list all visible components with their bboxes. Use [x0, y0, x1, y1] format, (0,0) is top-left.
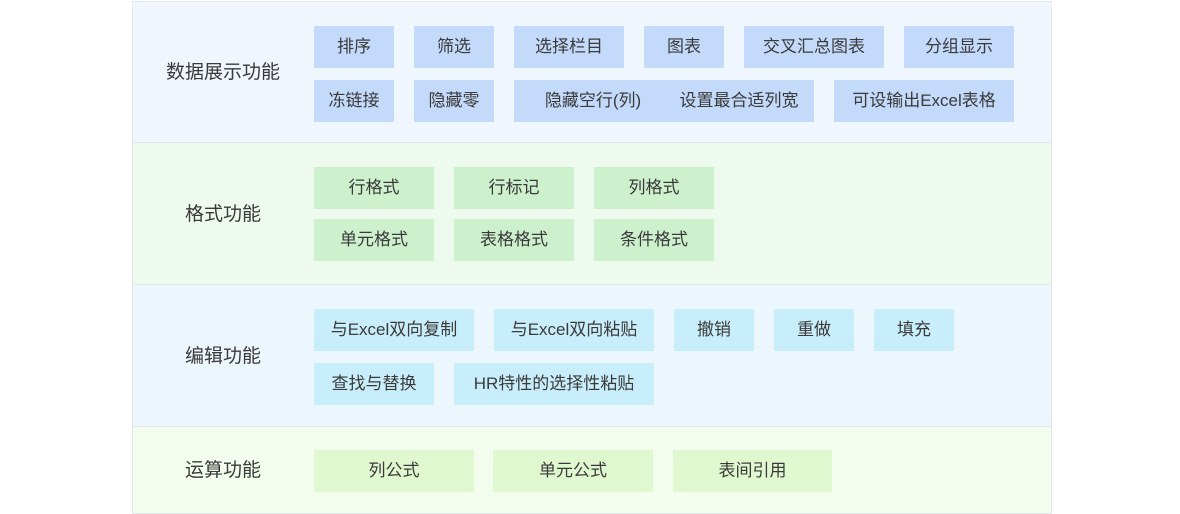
- feature-filter[interactable]: 筛选: [414, 26, 494, 68]
- feature-row-format[interactable]: 行格式: [314, 167, 434, 209]
- section-title-data-display: 数据展示功能: [165, 62, 280, 83]
- feature-autofit-column-width[interactable]: 设置最合适列宽: [664, 80, 814, 122]
- feature-board: 数据展示功能 排序 筛选 选择栏目 图表 交叉汇总图表 分组显示 冻链接 隐藏零…: [132, 1, 1052, 514]
- feature-cell-format[interactable]: 单元格式: [314, 219, 434, 261]
- section-edit: 编辑功能 与Excel双向复制 与Excel双向粘贴 撤销 重做 填充 查找与替…: [132, 285, 1052, 427]
- feature-fill[interactable]: 填充: [874, 309, 954, 351]
- feature-conditional-format[interactable]: 条件格式: [594, 219, 714, 261]
- feature-crosstab-chart[interactable]: 交叉汇总图表: [744, 26, 884, 68]
- feature-hr-paste-special[interactable]: HR特性的选择性粘贴: [454, 363, 654, 405]
- section-title-calculation: 运算功能: [184, 460, 261, 481]
- feature-table-format[interactable]: 表格格式: [454, 219, 574, 261]
- feature-sort[interactable]: 排序: [314, 26, 394, 68]
- section-calculation: 运算功能 列公式 单元公式 表间引用: [132, 427, 1052, 514]
- feature-excel-copy[interactable]: 与Excel双向复制: [314, 309, 474, 351]
- feature-redo[interactable]: 重做: [774, 309, 854, 351]
- section-data-display: 数据展示功能 排序 筛选 选择栏目 图表 交叉汇总图表 分组显示 冻链接 隐藏零…: [132, 1, 1052, 143]
- feature-chart[interactable]: 图表: [644, 26, 724, 68]
- feature-cell-formula[interactable]: 单元公式: [493, 450, 653, 492]
- section-title-format: 格式功能: [184, 204, 261, 225]
- feature-find-replace[interactable]: 查找与替换: [314, 363, 434, 405]
- feature-row-mark[interactable]: 行标记: [454, 167, 574, 209]
- feature-hide-zero[interactable]: 隐藏零: [414, 80, 494, 122]
- feature-cross-table-reference[interactable]: 表间引用: [673, 450, 832, 492]
- feature-hide-empty-rows[interactable]: 隐藏空行(列): [514, 80, 672, 122]
- feature-group-display[interactable]: 分组显示: [904, 26, 1014, 68]
- feature-column-formula[interactable]: 列公式: [314, 450, 474, 492]
- feature-select-columns[interactable]: 选择栏目: [514, 26, 624, 68]
- feature-undo[interactable]: 撤销: [674, 309, 754, 351]
- section-title-edit: 编辑功能: [184, 346, 261, 367]
- feature-freeze-link[interactable]: 冻链接: [314, 80, 394, 122]
- section-format: 格式功能 行格式 行标记 列格式 单元格式 表格格式 条件格式: [132, 143, 1052, 285]
- feature-export-excel[interactable]: 可设输出Excel表格: [834, 80, 1014, 122]
- feature-column-format[interactable]: 列格式: [594, 167, 714, 209]
- feature-excel-paste[interactable]: 与Excel双向粘贴: [494, 309, 654, 351]
